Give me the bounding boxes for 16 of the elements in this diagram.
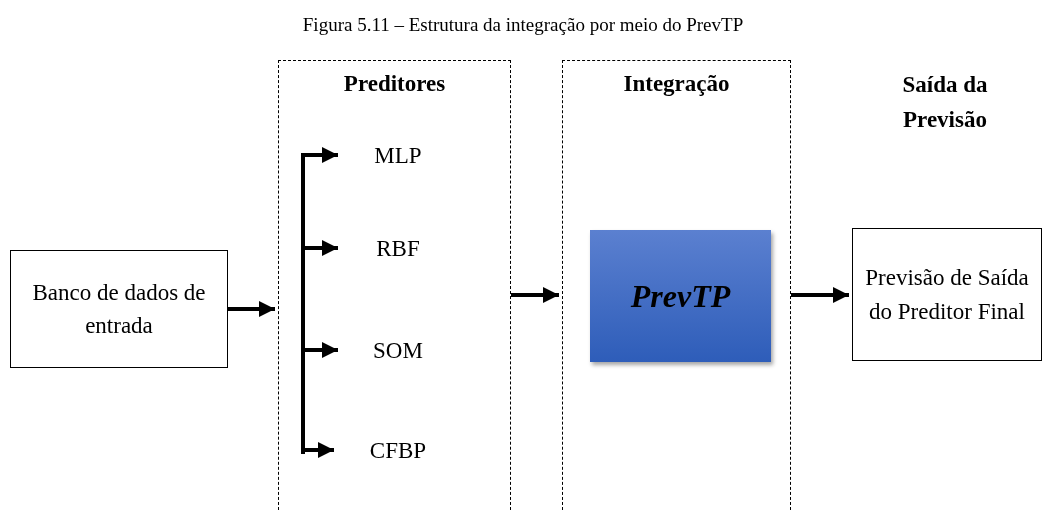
panel-heading: Integração: [622, 71, 731, 97]
integration-box: PrevTP: [590, 230, 771, 362]
dashed-panel: [562, 60, 791, 510]
predictor-label: MLP: [363, 141, 433, 171]
arrow: [511, 287, 559, 303]
predictor-label: SOM: [363, 336, 433, 366]
figure-title: Figura 5.11 – Estrutura da integração por meio do PrevTP: [301, 14, 745, 36]
predictor-label: RBF: [363, 234, 433, 264]
process-box: Banco de dados de entrada: [10, 250, 228, 368]
process-box: Previsão de Saída do Preditor Final: [852, 228, 1042, 361]
arrow: [228, 301, 275, 317]
predictor-label: CFBP: [359, 436, 437, 466]
dashed-panel: [278, 60, 511, 510]
panel-heading: Preditores: [342, 71, 447, 97]
column-heading: Saída da Previsão: [901, 71, 989, 134]
arrow: [791, 287, 849, 303]
